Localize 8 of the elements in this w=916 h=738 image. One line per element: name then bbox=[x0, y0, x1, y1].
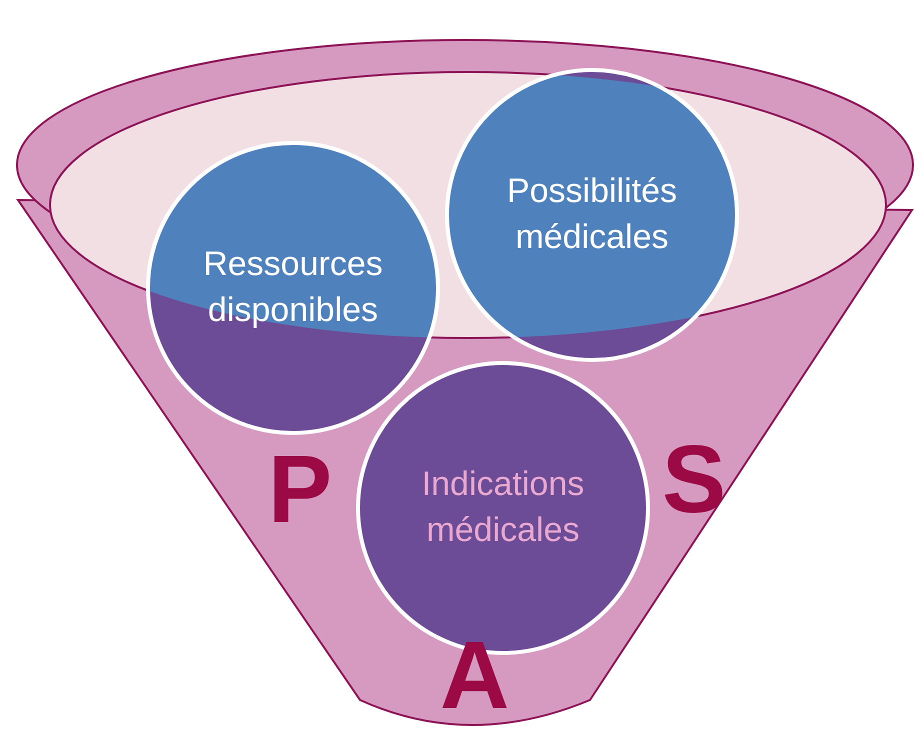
letter-label: S bbox=[662, 432, 726, 528]
letter-label: P bbox=[268, 442, 332, 538]
node-text: Ressources disponibles bbox=[202, 244, 384, 331]
circle-node bbox=[444, 67, 740, 363]
node-text: Indications médicales bbox=[420, 464, 586, 551]
node-text: Possibilités médicales bbox=[506, 171, 678, 258]
letter-label: A bbox=[440, 628, 510, 724]
circle-node bbox=[145, 140, 441, 436]
